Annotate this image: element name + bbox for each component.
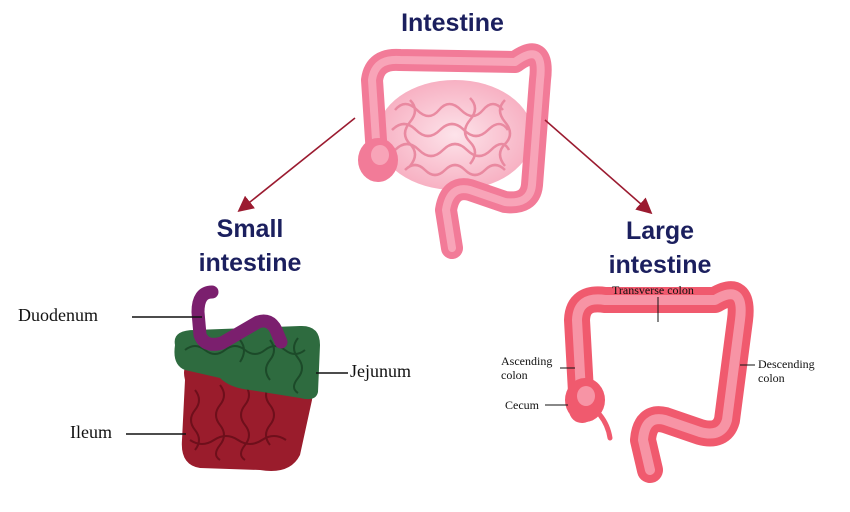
label-ascending-colon: Ascending colon xyxy=(501,354,552,382)
heading-small-intestine: Small intestine xyxy=(180,212,320,280)
label-descending-line1: Descending xyxy=(758,357,815,371)
label-transverse-colon: Transverse colon xyxy=(612,283,694,297)
label-ileum: Ileum xyxy=(70,422,112,442)
heading-large-line1: Large xyxy=(625,217,695,245)
label-ascending-line1: Ascending xyxy=(501,354,553,368)
heading-small-line2: intestine xyxy=(198,249,302,277)
label-descending-colon: Descending colon xyxy=(758,357,815,385)
heading-large-line2: intestine xyxy=(608,251,712,279)
title-intestine: Intestine xyxy=(401,9,504,37)
label-descending-line2: colon xyxy=(758,371,785,385)
arrow-to-small-intestine xyxy=(237,117,356,212)
arrow-to-large-intestine xyxy=(544,119,653,215)
label-cecum: Cecum xyxy=(505,398,539,412)
label-ascending-line2: colon xyxy=(501,368,528,382)
large-intestine-illustration xyxy=(564,281,754,483)
small-intestine-illustration xyxy=(174,285,320,471)
heading-small-line1: Small xyxy=(216,215,284,243)
label-duodenum: Duodenum xyxy=(18,305,98,325)
label-jejunum: Jejunum xyxy=(350,361,411,381)
whole-intestine-illustration xyxy=(358,43,552,259)
heading-large-intestine: Large intestine xyxy=(590,214,730,282)
